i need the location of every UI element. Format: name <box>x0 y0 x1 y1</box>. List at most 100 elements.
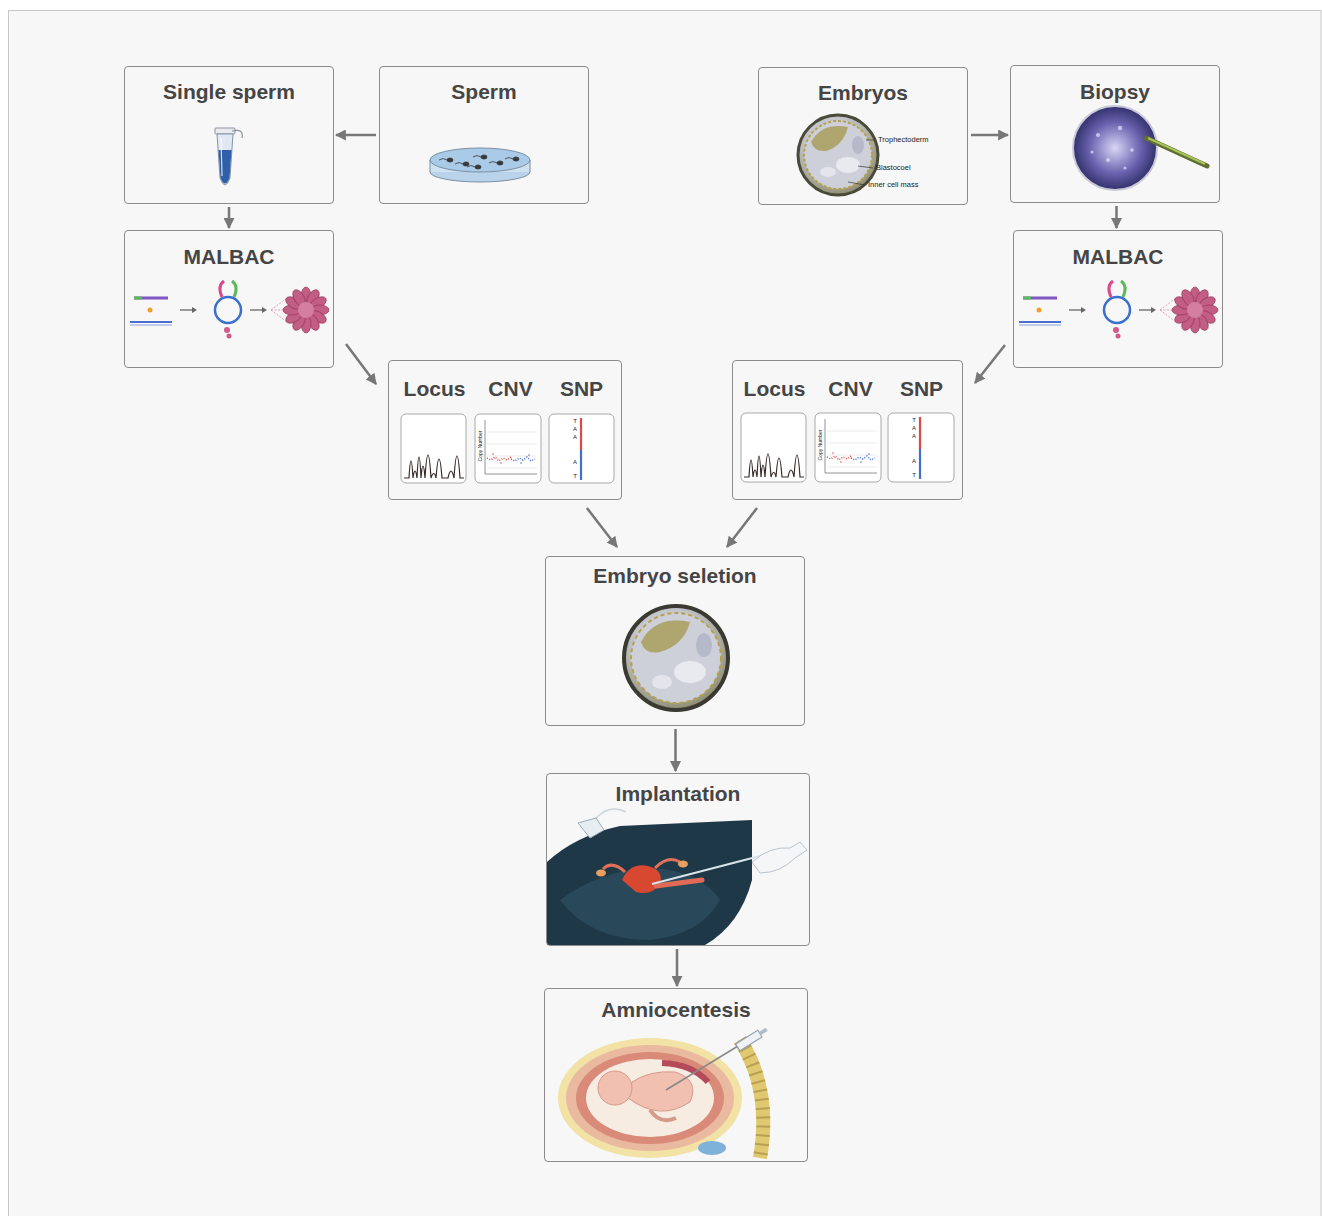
cnv-plot <box>492 453 494 455</box>
biopsy-icon <box>1090 126 1133 170</box>
malbac-schematic <box>1104 297 1130 323</box>
background-panel <box>9 11 1322 1216</box>
allele-letter: A <box>912 433 916 439</box>
panel-heading: CNV <box>488 376 532 401</box>
allele-letter: A <box>573 426 577 432</box>
cnv-plot <box>840 461 842 463</box>
process-box: Biopsy <box>1010 65 1220 203</box>
flow-arrow <box>346 344 376 384</box>
malbac-schematic <box>1037 308 1042 313</box>
snp-plot <box>549 414 614 483</box>
blastocyst-icon <box>866 140 875 141</box>
process-box: MALBAC <box>1013 230 1223 368</box>
petri-dish-icon <box>481 155 487 159</box>
allele-letter: A <box>912 425 916 431</box>
malbac-schematic <box>1116 334 1121 339</box>
implantation-illustration <box>678 861 688 868</box>
snp-plot <box>888 413 954 482</box>
petri-dish-icon <box>475 165 481 169</box>
implantation-illustration <box>596 809 626 818</box>
amniocentesis-illustration <box>650 1110 676 1120</box>
embryo-icon <box>631 613 721 703</box>
panel-heading: SNP <box>900 376 943 401</box>
malbac-schematic <box>192 307 197 313</box>
petri-dish-icon <box>439 159 447 161</box>
process-box: Single sperm <box>124 66 334 204</box>
embryo-icon <box>624 606 728 710</box>
amniocentesis-illustration <box>576 1052 724 1144</box>
malbac-schematic <box>1172 287 1218 333</box>
allele-letter: T <box>573 473 577 479</box>
amniocentesis-illustration <box>666 1046 738 1090</box>
malbac-schematic <box>130 281 329 339</box>
implantation-illustration <box>547 820 752 945</box>
cnv-plot <box>825 419 877 473</box>
amniocentesis-illustration <box>586 1059 714 1137</box>
malbac-schematic <box>130 325 172 326</box>
snp-plot <box>919 449 921 479</box>
cnv-plot <box>520 462 522 464</box>
box-title: Sperm <box>380 79 588 104</box>
petri-dish-icon <box>447 158 453 162</box>
allele-letter: A <box>573 459 577 465</box>
cnv-plot <box>500 462 502 464</box>
amniocentesis-illustration <box>566 1045 734 1151</box>
biopsy-icon <box>1148 138 1205 164</box>
flow-arrow <box>975 345 1005 383</box>
petri-dish-icon <box>473 156 481 158</box>
petri-dish-icon <box>430 148 530 182</box>
tube-icon <box>232 130 242 138</box>
locus-plot <box>401 414 466 483</box>
petri-dish-icon <box>505 158 513 160</box>
blastocyst-icon <box>798 115 878 195</box>
malbac-schematic <box>134 297 142 300</box>
cnv-plot <box>815 413 881 482</box>
implantation-illustration <box>752 842 807 873</box>
cnv-plot <box>851 456 875 460</box>
cnv-plot <box>528 454 530 456</box>
panel-heading: Locus <box>744 376 806 401</box>
process-box: Embryo seletion <box>545 556 805 726</box>
embryo-icon <box>696 633 712 657</box>
allele-letter: T <box>912 417 916 423</box>
embryo-icon <box>641 621 690 653</box>
process-box: MALBAC <box>124 230 334 368</box>
flow-arrow <box>674 729 677 771</box>
malbac-schematic <box>1019 325 1061 326</box>
process-box: Embryos <box>758 67 968 205</box>
malbac-schematic <box>1023 297 1057 300</box>
petri-dish-icon <box>430 148 530 172</box>
malbac-schematic <box>250 309 262 310</box>
snp-plot <box>549 414 614 483</box>
allele-letter: T <box>573 418 577 424</box>
box-title: Embryos <box>759 80 967 105</box>
snp-plot <box>580 418 582 450</box>
embryo-icon <box>624 606 728 710</box>
panel-heading: SNP <box>560 376 603 401</box>
allele-letter: A <box>573 434 577 440</box>
cnv-plot <box>511 457 535 461</box>
blastocyst-icon <box>798 115 878 195</box>
tube-icon <box>215 128 242 185</box>
blastocyst-icon <box>836 157 860 173</box>
implantation-illustration <box>578 818 604 838</box>
flow-arrow <box>228 207 231 228</box>
box-title: MALBAC <box>125 244 333 269</box>
locus-plot <box>401 414 466 483</box>
biopsy-icon <box>1073 106 1207 190</box>
blastocyst-icon <box>848 182 865 185</box>
part-label: Trophectoderm <box>878 136 929 144</box>
cnv-plot <box>485 420 537 474</box>
malbac-schematic <box>180 309 192 310</box>
malbac-schematic <box>232 281 236 297</box>
cnv-plot <box>860 461 862 463</box>
amniocentesis-illustration <box>759 1028 768 1036</box>
tube-icon <box>219 150 232 184</box>
box-title: Implantation <box>547 781 809 806</box>
flow-arrow <box>1115 206 1118 228</box>
petri-dish-icon <box>463 162 469 166</box>
cnv-plot <box>475 414 541 483</box>
malbac-schematic <box>1113 327 1119 333</box>
snp-plot <box>919 417 921 449</box>
